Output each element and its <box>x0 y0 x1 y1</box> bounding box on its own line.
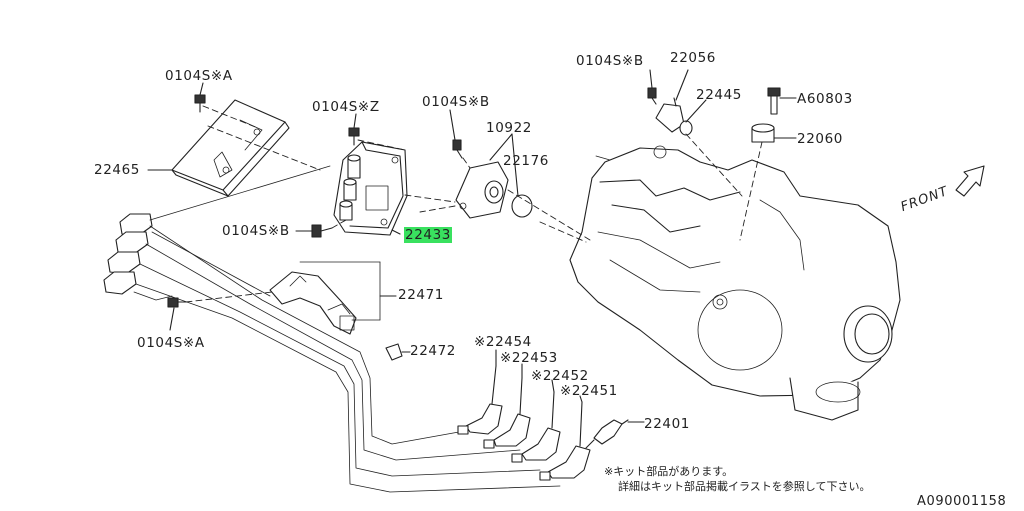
label-22452: ※22452 <box>531 368 589 384</box>
bolt-0104s-z[interactable] <box>348 127 360 146</box>
plug-wire-22452[interactable] <box>511 391 561 463</box>
label-22451: ※22451 <box>560 383 618 399</box>
label-22401: 22401 <box>644 416 690 432</box>
plug-wire-22451[interactable] <box>539 401 591 481</box>
label-22465: 22465 <box>94 162 140 178</box>
spacer-22060[interactable] <box>751 123 775 143</box>
label-22433-highlighted[interactable]: 22433 <box>404 227 452 243</box>
kit-note-line1: ※キット部品があります。 <box>604 465 734 478</box>
plug-boots-left[interactable] <box>103 213 153 295</box>
label-bolt-0104s-z: 0104S※Z <box>312 99 380 115</box>
label-22471: 22471 <box>398 287 444 303</box>
bolt-0104s-b-left[interactable] <box>311 224 333 238</box>
bolt-0104s-b-mid[interactable] <box>452 139 463 159</box>
spark-plug-22401[interactable] <box>585 419 629 449</box>
bracket-10922[interactable] <box>455 161 509 219</box>
front-arrow-icon <box>955 165 985 197</box>
label-22445: 22445 <box>696 87 742 103</box>
label-22056: 22056 <box>670 50 716 66</box>
label-22453: ※22453 <box>500 350 558 366</box>
label-bolt-0104s-b-left: 0104S※B <box>222 223 290 239</box>
bolt-0104s-a-bottom[interactable] <box>167 297 187 308</box>
label-bolt-0104s-b-right: 0104S※B <box>576 53 644 69</box>
bolt-a60803[interactable] <box>767 87 781 115</box>
label-bolt-0104s-a-top: 0104S※A <box>165 68 233 84</box>
label-bolt-0104s-b-mid: 0104S※B <box>422 94 490 110</box>
kit-note-line2: 詳細はキット部品掲載イラストを参照して下さい。 <box>618 480 871 493</box>
ignition-wires <box>133 165 561 493</box>
label-a60803: A60803 <box>797 91 853 107</box>
label-22176: 22176 <box>503 153 549 169</box>
label-22472: 22472 <box>410 343 456 359</box>
label-10922: 10922 <box>486 120 532 136</box>
bolt-0104s-a-top[interactable] <box>194 94 206 113</box>
label-bolt-0104s-a-bottom: 0104S※A <box>137 335 205 351</box>
plug-wire-22454[interactable] <box>457 365 503 435</box>
diagram-id: A090001158 <box>917 494 1007 509</box>
bolt-0104s-b-right[interactable] <box>647 87 657 105</box>
sensor-22056[interactable] <box>655 97 685 133</box>
ignition-coil-22433[interactable] <box>333 141 408 236</box>
clip-22471[interactable] <box>269 271 357 335</box>
label-22060: 22060 <box>797 131 843 147</box>
engine-block <box>569 145 901 421</box>
clip-22472[interactable] <box>385 343 403 361</box>
plug-wire-22453[interactable] <box>483 377 531 449</box>
o-ring-22445[interactable] <box>679 120 693 136</box>
gasket-22176[interactable] <box>511 194 533 218</box>
heat-shield-22465[interactable] <box>171 99 290 197</box>
leader-lines <box>147 69 797 423</box>
label-22454: ※22454 <box>474 334 532 350</box>
